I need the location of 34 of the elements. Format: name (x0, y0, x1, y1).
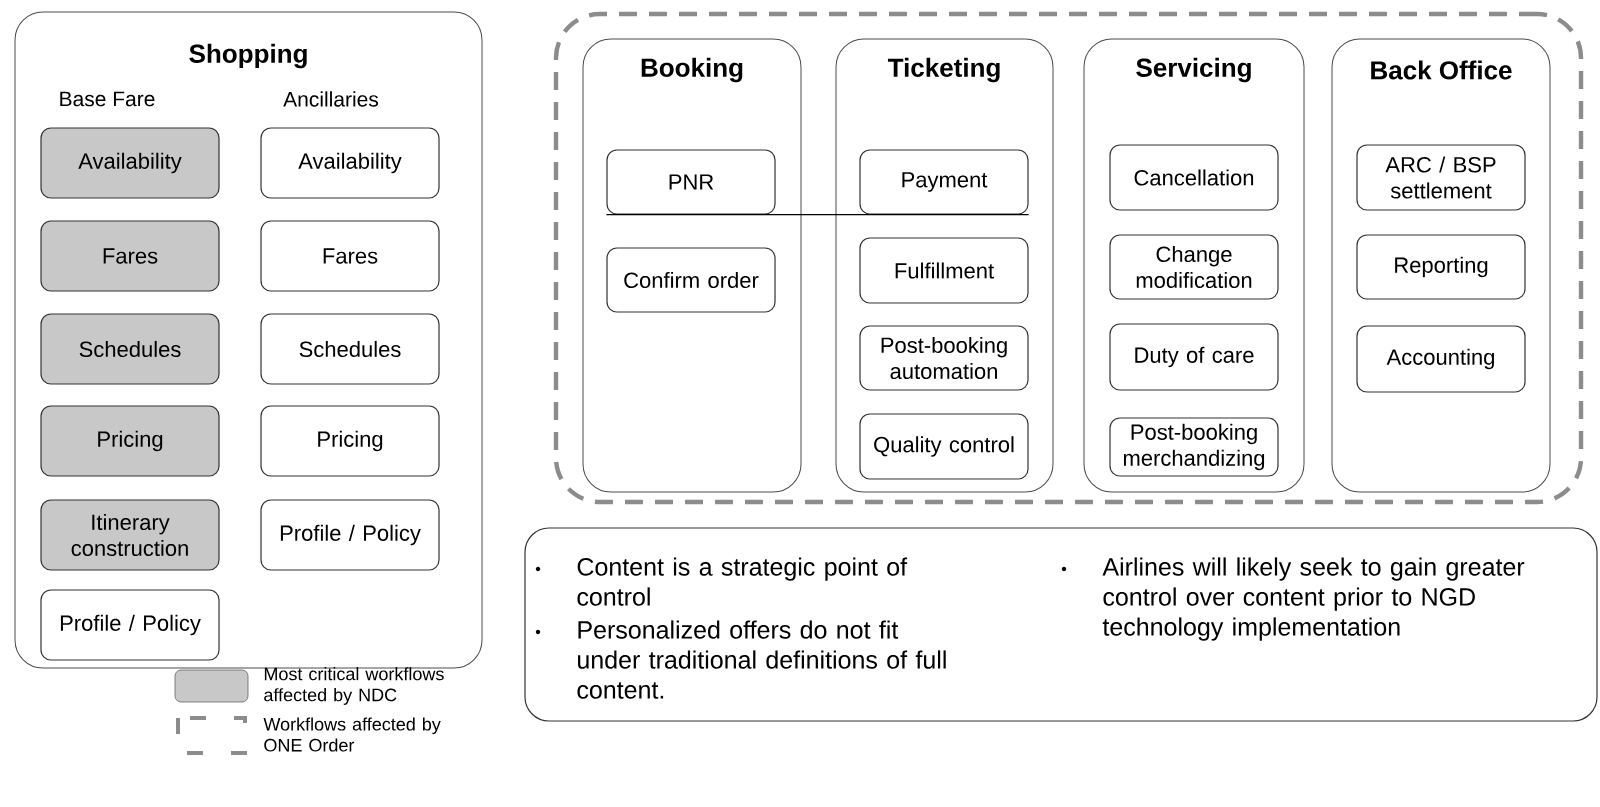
notes-panel (524, 527, 1598, 722)
process-box: Pricing (260, 405, 440, 477)
column-heading: Base Fare (60, 91, 155, 107)
process-box: Schedules (40, 313, 220, 385)
process-box: Availability (260, 127, 440, 199)
process-box: Availability (40, 127, 220, 199)
dashed-region (553, 11, 1584, 505)
process-box: Payment (859, 149, 1029, 215)
process-box: Itinerary construction (40, 499, 220, 571)
process-box: Profile / Policy (40, 589, 220, 661)
process-box: Duty of care (1109, 323, 1279, 391)
process-box: Pricing (40, 405, 220, 477)
legend-text: Most critical workflows affected by NDC (264, 667, 444, 705)
process-box: Post-booking merchandizing (1109, 417, 1279, 477)
process-box: Cancellation (1109, 144, 1279, 211)
process-box: Schedules (260, 313, 440, 385)
process-box: Fares (40, 220, 220, 292)
process-box: PNR (606, 149, 776, 215)
process-box: Reporting (1356, 234, 1526, 300)
process-box: Quality control (859, 413, 1029, 480)
legend-text: Workflows affected by ONE Order (263, 717, 441, 752)
bullet-text: Personalized offers do not fit under traditional definitions of full content. (577, 620, 946, 699)
process-box: ARC / BSP settlement (1356, 144, 1526, 211)
connector-line (605, 213, 1030, 216)
process-box: Change modification (1109, 234, 1279, 300)
column-heading: Ancillaries (283, 91, 379, 107)
process-box: Post-booking automation (859, 325, 1029, 391)
process-box: Confirm order (606, 247, 776, 313)
process-box: Fares (260, 220, 440, 292)
bullet-text: Content is a strategic point of control (577, 557, 908, 606)
bullet-text: Airlines will likely seek to gain greater control over content prior to NGD technology implementation (1102, 557, 1525, 641)
process-box: Accounting (1356, 325, 1526, 393)
process-box: Profile / Policy (260, 499, 440, 571)
process-box: Fulfillment (859, 237, 1029, 304)
